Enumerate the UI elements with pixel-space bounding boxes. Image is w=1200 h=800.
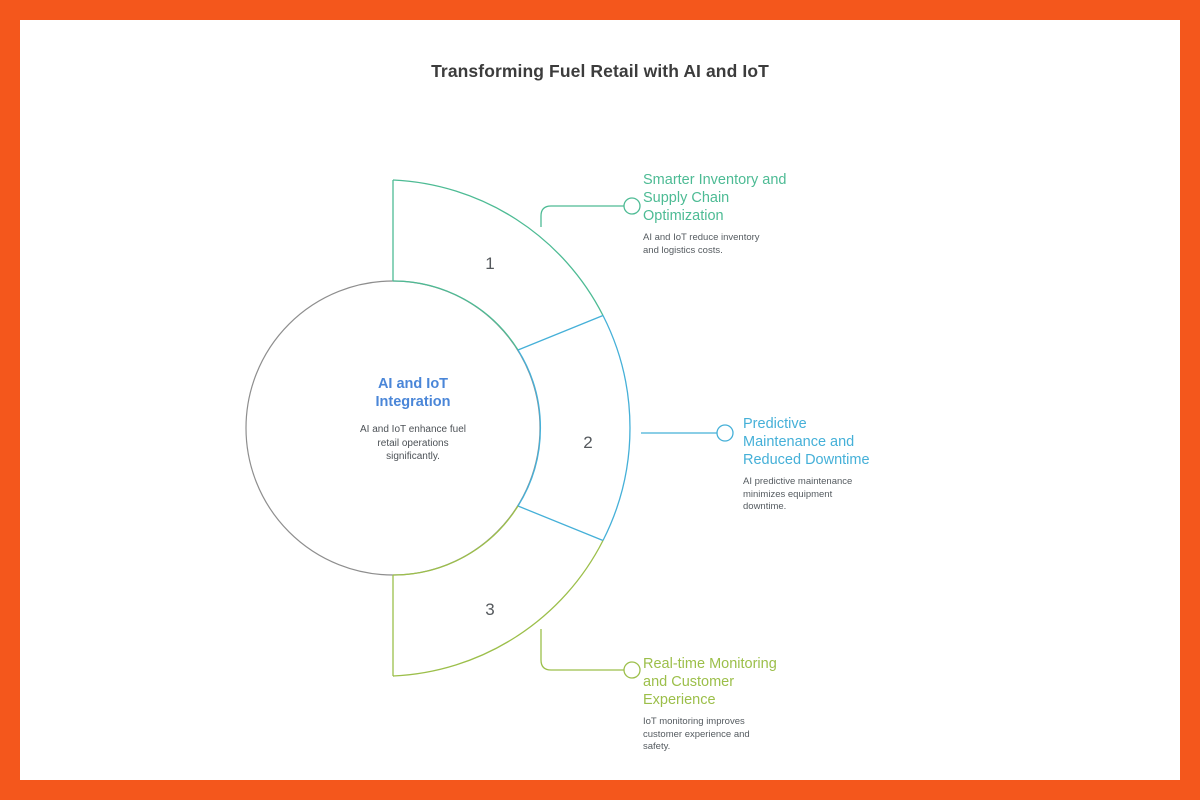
segment-2-label-group[interactable]: Predictive Maintenance and Reduced Downt… — [743, 415, 943, 514]
segment-1-number: 1 — [485, 254, 495, 273]
segment-3-outer-arc — [392, 540, 604, 677]
segment-1-connector — [540, 205, 625, 227]
segment-3-connector — [540, 629, 625, 671]
diagram-frame: Transforming Fuel Retail with AI and IoT — [20, 20, 1180, 780]
segment-3-description: IoT monitoring improves customer experie… — [643, 716, 750, 752]
segment-3-inner-arc — [392, 505, 519, 576]
hub-text-group: AI and IoT Integration AI and IoT enhanc… — [293, 375, 533, 464]
segment-3-marker[interactable] — [623, 661, 641, 679]
segment-3-label-group[interactable]: Real-time Monitoring and Customer Experi… — [643, 655, 843, 754]
segment-2-number: 2 — [583, 433, 593, 452]
hub-title: AI and IoT Integration — [375, 376, 451, 410]
segment-2-title: Predictive Maintenance and Reduced Downt… — [743, 416, 870, 468]
diagram-svg — [245, 179, 734, 679]
segment-1-description: AI and IoT reduce inventory and logistic… — [643, 232, 760, 256]
segment-2-inner-arc — [517, 349, 541, 507]
hub-description: AI and IoT enhance fuel retail operation… — [359, 424, 466, 462]
segment-2-marker[interactable] — [716, 424, 734, 442]
segment-1-title: Smarter Inventory and Supply Chain Optim… — [643, 172, 787, 224]
segment-2-divider-top — [517, 314, 604, 351]
segment-2-outer-arc — [602, 315, 631, 541]
segment-3-title: Real-time Monitoring and Customer Experi… — [643, 656, 777, 708]
segment-1-inner-arc — [392, 280, 519, 351]
segment-1-outer-arc — [392, 179, 604, 316]
segment-2-description: AI predictive maintenance minimizes equi… — [743, 476, 853, 512]
diagram-canvas: AI and IoT Integration AI and IoT enhanc… — [20, 20, 1180, 780]
segment-1-marker[interactable] — [623, 197, 641, 215]
segment-2-divider-bottom — [517, 505, 604, 542]
segment-1-label-group[interactable]: Smarter Inventory and Supply Chain Optim… — [643, 171, 843, 257]
segment-3-number: 3 — [485, 600, 495, 619]
page-title: Transforming Fuel Retail with AI and IoT — [431, 61, 769, 81]
